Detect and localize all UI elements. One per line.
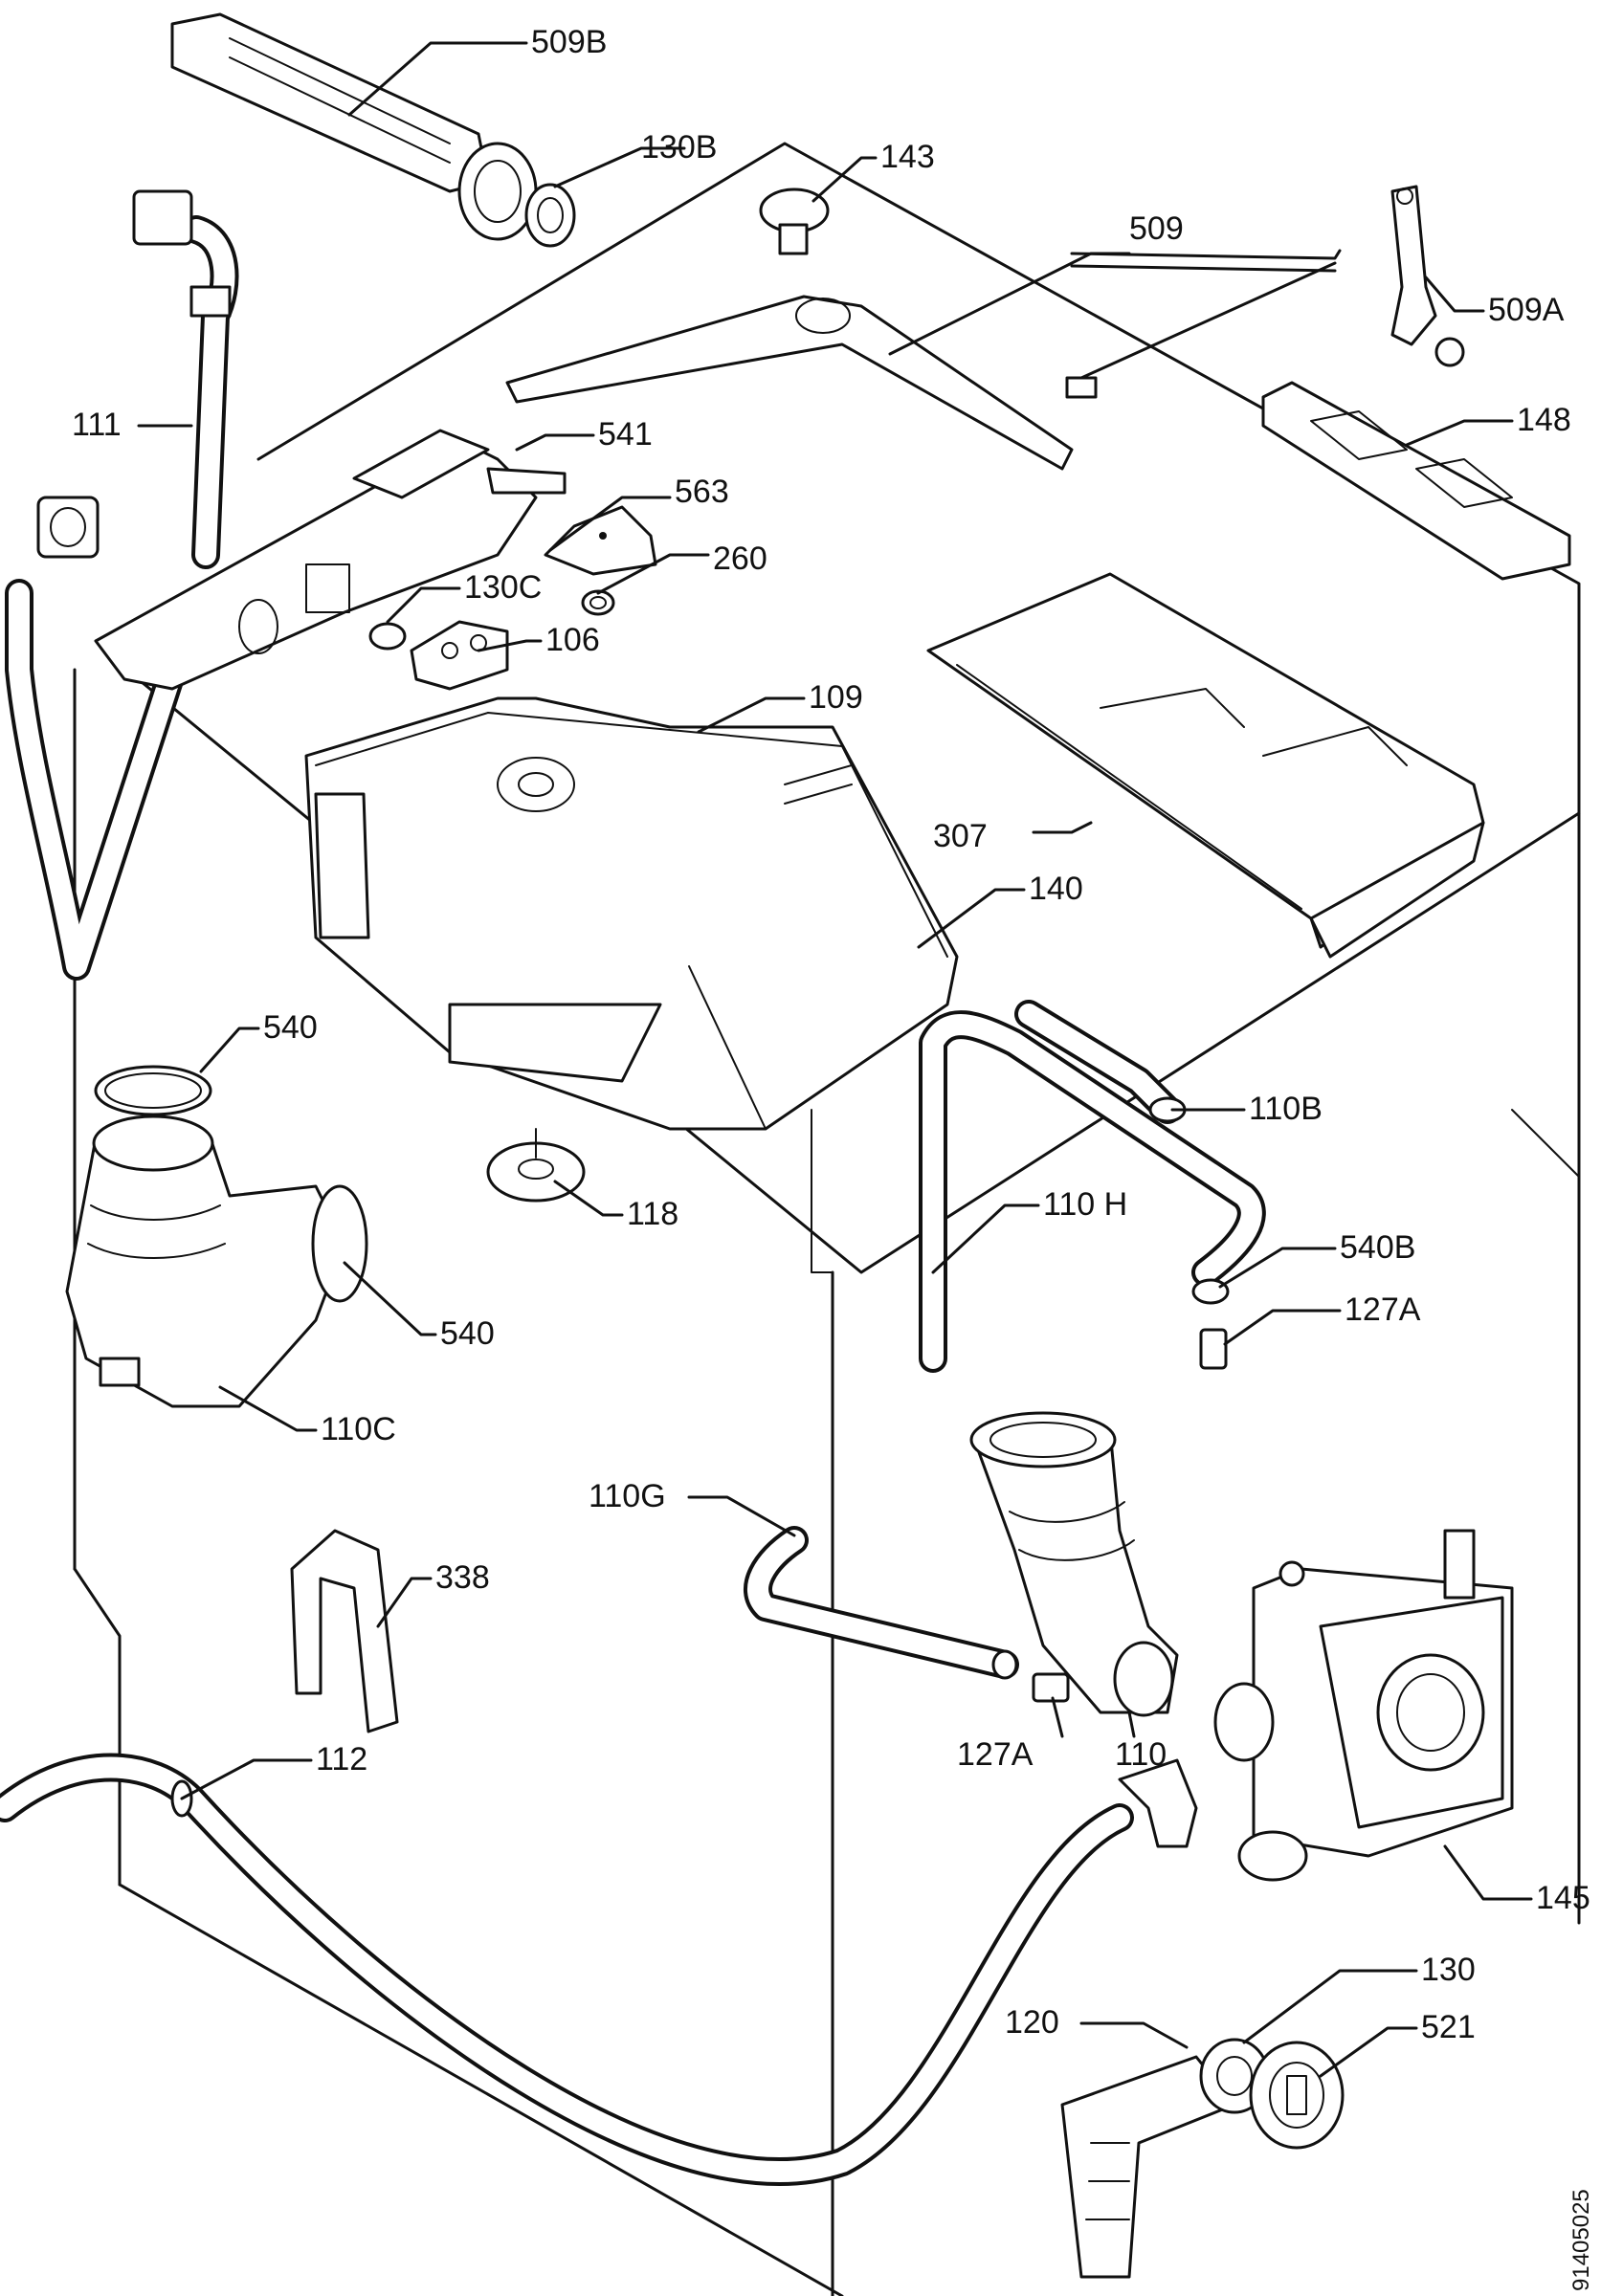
part-145-pump xyxy=(1213,1529,1514,1882)
label-111: 111 xyxy=(72,407,122,443)
part-110h-hose xyxy=(919,1010,1266,1373)
label-110h: 110 H xyxy=(1043,1186,1127,1223)
label-540-mid: 540 xyxy=(440,1315,495,1352)
part-110-elbow xyxy=(969,1411,1179,1717)
part-109-dispenser-housing xyxy=(304,696,959,1131)
part-120-filter-hose xyxy=(1060,2055,1236,2279)
label-127a-right: 127A xyxy=(1345,1292,1421,1328)
label-145: 145 xyxy=(1536,1880,1590,1916)
part-labels: 509B 130B 143 509 509A 111 541 563 148 2… xyxy=(72,24,1594,2291)
part-260-spring xyxy=(581,589,615,616)
document-number: 91405025 xyxy=(1568,2189,1594,2291)
label-112: 112 xyxy=(316,1741,367,1777)
part-521-cap xyxy=(1249,2041,1345,2150)
label-120: 120 xyxy=(1005,2004,1059,2041)
label-143: 143 xyxy=(880,139,935,175)
label-148: 148 xyxy=(1517,402,1571,438)
label-127a-left: 127A xyxy=(957,1736,1034,1773)
part-148-cover xyxy=(1261,381,1571,581)
part-509a-pivot-arm xyxy=(1390,185,1465,367)
label-110: 110 xyxy=(1115,1736,1167,1773)
label-307: 307 xyxy=(933,818,988,854)
label-118: 118 xyxy=(627,1196,678,1232)
part-307-drawer xyxy=(926,572,1485,959)
label-540b: 540B xyxy=(1340,1229,1415,1266)
part-541-valve-bracket xyxy=(94,429,567,691)
label-140: 140 xyxy=(1029,871,1083,907)
part-338-bracket xyxy=(290,1529,399,1733)
label-130c: 130C xyxy=(464,569,542,606)
label-110c: 110C xyxy=(321,1411,396,1447)
label-540-top: 540 xyxy=(263,1009,318,1046)
label-130b: 130B xyxy=(641,129,717,166)
label-563: 563 xyxy=(675,474,729,510)
part-110g-hose xyxy=(744,1526,1019,1680)
label-260: 260 xyxy=(713,541,767,577)
label-521: 521 xyxy=(1421,2009,1476,2045)
label-106: 106 xyxy=(545,622,600,658)
part-540b-clip xyxy=(1191,1278,1230,1305)
part-110b-hose xyxy=(1014,1000,1187,1124)
part-127a-left-connector xyxy=(1032,1672,1070,1703)
label-110g: 110G xyxy=(589,1478,666,1514)
label-130: 130 xyxy=(1421,1952,1476,1988)
part-111-inlet-hose xyxy=(132,189,239,569)
part-509-lever xyxy=(505,249,1342,471)
label-509a: 509A xyxy=(1488,292,1565,328)
part-509b-inlet-pipe xyxy=(170,12,538,241)
label-110b: 110B xyxy=(1249,1091,1323,1127)
label-338: 338 xyxy=(435,1559,490,1596)
part-130b-nut xyxy=(524,183,576,248)
part-112-drain-hose xyxy=(0,1753,1198,2186)
label-109: 109 xyxy=(809,679,863,716)
part-143-knob xyxy=(759,188,830,255)
part-540-clamp-top xyxy=(94,1065,212,1116)
part-106-microswitch xyxy=(410,620,509,691)
leader-lines xyxy=(137,41,1533,2078)
label-541: 541 xyxy=(598,416,653,453)
part-563-cam-plate xyxy=(544,505,657,576)
label-509b: 509B xyxy=(531,24,607,60)
part-130c-small-nut xyxy=(368,622,407,651)
part-111-lower-hose xyxy=(5,496,206,981)
part-110c-sump-hose xyxy=(65,1115,368,1408)
part-127a-right-connector xyxy=(1199,1328,1228,1370)
label-509: 509 xyxy=(1129,210,1184,247)
